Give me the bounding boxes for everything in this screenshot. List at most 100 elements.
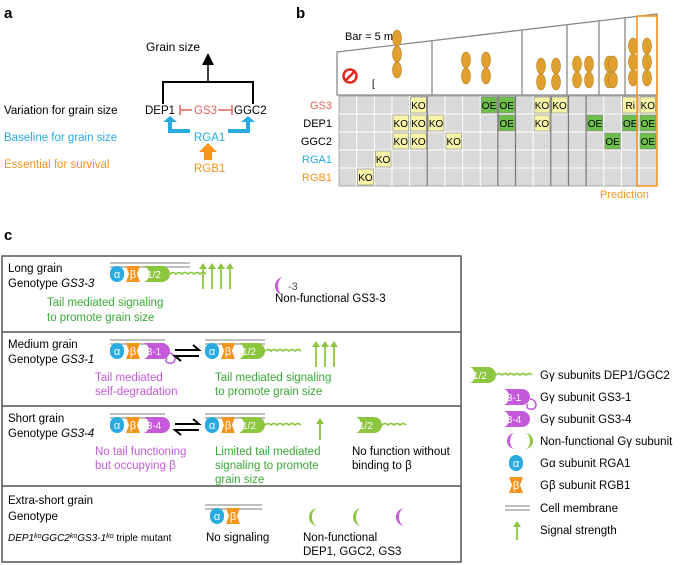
g-beta-shape (126, 417, 140, 433)
g-beta-label: β (130, 346, 136, 358)
gamma-dep1-ggc2-shape (238, 417, 265, 433)
cell-ko-label: KO (411, 137, 426, 148)
box3-caption3: grain size (215, 474, 264, 486)
prediction-box (636, 15, 658, 187)
grain-image (584, 55, 594, 73)
g-beta-icon: β (221, 417, 235, 433)
gamma-dep1-ggc2: 1/2 (143, 266, 170, 282)
box1-caption2: to promote grain size (47, 312, 154, 324)
g-alpha-icon: α (110, 343, 124, 359)
cell-ko (374, 150, 392, 168)
grain-images (392, 29, 652, 91)
legend-gs3-4-icon: 3-4 (503, 411, 530, 427)
gs3-label: GS3 (194, 105, 217, 117)
legend-gs3-4-icon-shape (503, 411, 530, 427)
grain-image (551, 73, 561, 91)
gamma-gs3-4-shape (143, 417, 170, 433)
cell-ko (639, 96, 656, 114)
cell-oe-label: OE (605, 137, 620, 148)
row-baseline-label: Baseline for grain size (4, 132, 117, 144)
signal-arrow-head (316, 418, 324, 424)
gs3-3-suffix: -3 (288, 281, 298, 293)
cell-oe-label: OE (641, 119, 656, 130)
box2-title: Medium grain (8, 339, 78, 351)
nonfunctional-gamma-icon-label: 2 (356, 513, 361, 523)
box3-caption2: signaling to promote (215, 460, 319, 472)
box3-purple2: but occupying β (95, 460, 176, 472)
box2-purple1: Tail mediated (95, 372, 163, 384)
legend-dep1-ggc2-icon: 1/2 (469, 367, 496, 383)
g-alpha-label: α (214, 511, 221, 523)
gamma-dep1-ggc2-shape (143, 266, 170, 282)
cell-oe-label: OE (499, 101, 514, 112)
cell-ko (392, 114, 409, 132)
box4-genotype: DEP1koGGC2koGS3-1ko triple mutant (8, 533, 172, 545)
gamma-dep1-ggc2: 1/2 (238, 417, 265, 433)
cell-oe-label: OE (623, 119, 638, 130)
nonfunctional-gamma: 2 (353, 508, 362, 526)
cell-oe (498, 96, 515, 114)
box2-genotype: GS3-1 (61, 354, 94, 366)
cell-ko (357, 168, 374, 186)
photo-dividers (431, 18, 626, 95)
signal-arrows (316, 418, 324, 440)
panel-c-frame (1, 255, 462, 563)
cell-ko-label: KO (641, 101, 656, 112)
cell-ko-label: KO (552, 101, 567, 112)
box4-title2: Genotype (8, 511, 58, 523)
cell-oe (498, 114, 515, 132)
lethal-icon (342, 68, 358, 84)
box2-caption2: to promote grain size (215, 386, 322, 398)
box2-caption1: Tail mediated signaling (215, 372, 331, 384)
g-alpha-icon: α (509, 455, 523, 471)
box3-title: Short grain (8, 413, 64, 425)
row-label-rgb1: RGB1 (302, 172, 332, 184)
g-beta-shape (509, 477, 523, 493)
legend-dep1-ggc2-icon-label: 1/2 (473, 371, 487, 382)
box2-purple2: self-degradation (95, 386, 177, 398)
box3-side2: binding to β (352, 460, 412, 472)
svg-text:Genotype GS3-1: Genotype GS3-1 (8, 354, 94, 366)
nonfunctional-gamma-icon: 1 (309, 508, 318, 526)
box4-nosignal: No signaling (206, 532, 269, 544)
legend-label-3: Non-functional Gγ subunit (540, 436, 673, 448)
signal-arrows (199, 263, 234, 289)
row-label-gs3: GS3 (310, 100, 332, 112)
legend-gs3-4-icon-label: 3-4 (507, 415, 522, 426)
gamma-gs3-4: 3-4 (143, 417, 170, 433)
gamma-tail (264, 422, 302, 427)
cell-ko-label: KO (358, 173, 373, 184)
box1-caption1: Tail mediated signaling (47, 297, 163, 309)
nonfunctional-gamma-icon-shape (309, 508, 318, 526)
genotype-grid (338, 95, 658, 187)
cell-ko-label: KO (394, 137, 409, 148)
cell-ko (427, 114, 445, 132)
g-beta-label: β (513, 480, 519, 492)
signal-arrows (312, 341, 338, 367)
g-beta-icon: β (221, 343, 235, 359)
nonfunctional-gamma-icon-shape (353, 508, 362, 526)
cell-ko-label: KO (446, 137, 461, 148)
cell-ko (551, 96, 568, 114)
g-alpha-icon: α (210, 508, 224, 524)
gs3-inhibition (179, 105, 233, 115)
cell-ko-label: Ri (625, 101, 634, 112)
gamma-dep1-ggc2-label: 1/2 (242, 347, 256, 358)
scale-bracket: [ (372, 79, 375, 90)
grain-image (628, 37, 638, 55)
cell-ko (410, 96, 427, 114)
legend-gs3-1-icon: 3-1 (503, 389, 530, 405)
box3-genotype: GS3-4 (61, 428, 94, 440)
cell-ko-label: KO (394, 119, 409, 130)
grain-image (461, 67, 471, 85)
cell-ko (410, 114, 427, 132)
g-alpha-shape (210, 508, 224, 524)
cell-ko (410, 132, 427, 150)
